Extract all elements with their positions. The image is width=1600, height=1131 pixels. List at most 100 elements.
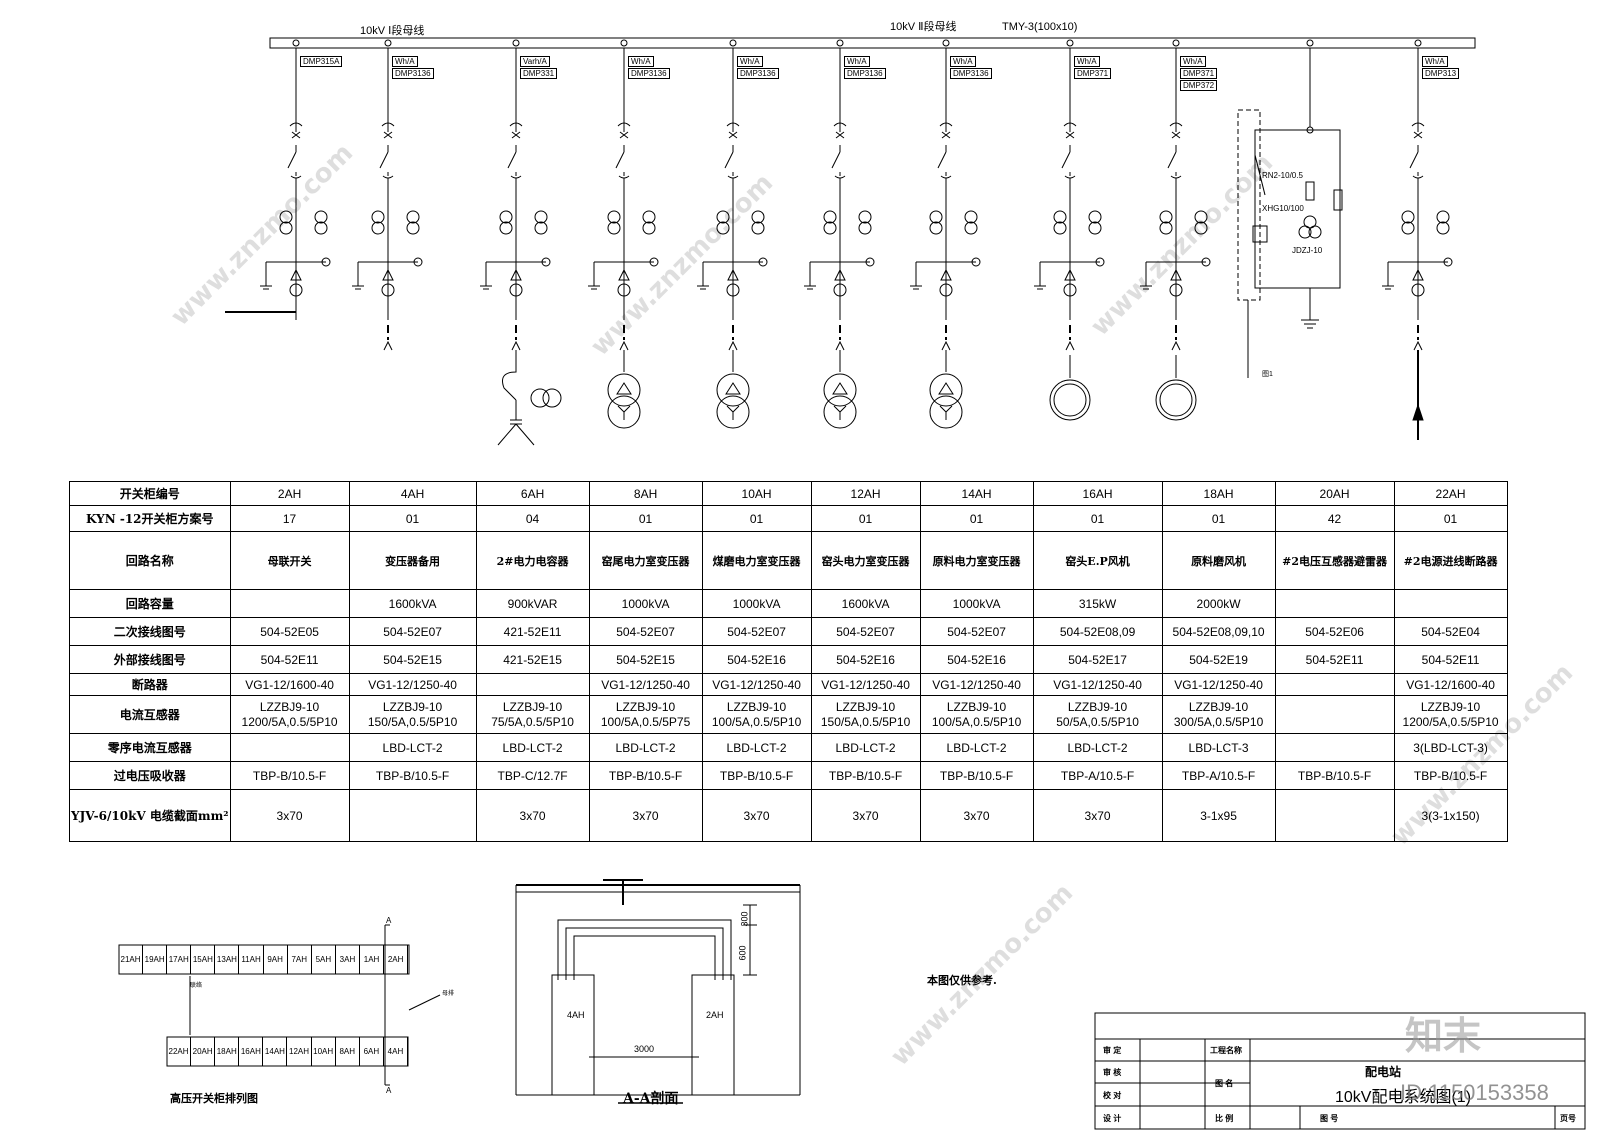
delta-symbol	[832, 382, 848, 395]
zero-ct	[1411, 283, 1425, 297]
contact	[834, 175, 846, 179]
zero-ct	[509, 283, 523, 297]
table-cell: LBD-LCT-2	[1032, 733, 1163, 762]
table-cell: 窑头电力室变压器	[810, 531, 921, 590]
row-header: 回路容量	[69, 589, 231, 618]
cabinet-cell: 13AH	[215, 945, 240, 974]
table-cell: LBD-LCT-2	[475, 733, 590, 762]
table-cell: 18AH	[1161, 481, 1276, 506]
cabinet-cell: 10AH	[312, 1037, 336, 1066]
ct-coil	[858, 221, 872, 235]
delta-symbol	[616, 382, 632, 395]
bus-tap	[292, 39, 300, 47]
disconnector	[724, 145, 734, 176]
meter-tag: Wh/A	[392, 56, 418, 67]
contact	[1412, 175, 1424, 179]
meter-tag: DMP371	[1180, 68, 1218, 79]
transformer-winding	[929, 395, 963, 429]
table-cell: 504-52E07	[919, 617, 1034, 646]
cable-head	[1171, 340, 1181, 351]
table-cell: 17	[229, 505, 350, 532]
table-cell	[1274, 589, 1395, 618]
wye-symbol	[939, 405, 953, 420]
table-cell	[1274, 789, 1395, 842]
table-cell: 3x70	[475, 789, 590, 842]
indicator-lamp	[1095, 257, 1105, 267]
bus-tap	[836, 39, 844, 47]
table-cell: 3(LBD-LCT-3)	[1393, 733, 1508, 762]
contact	[382, 175, 394, 179]
table-cell: 504-52E08,09,10	[1161, 617, 1276, 646]
table-cell	[1274, 695, 1395, 734]
ground-symbol	[260, 262, 272, 290]
section-dim-width: 3000	[634, 1044, 655, 1054]
table-cell: 14AH	[919, 481, 1034, 506]
cabinet-cell: 6AH	[360, 1037, 384, 1066]
table-cell: 504-52E11	[1393, 645, 1508, 674]
ct-coil	[642, 210, 656, 224]
ct-coil	[499, 221, 513, 235]
discharge-pt	[542, 388, 562, 408]
breaker-x	[1065, 131, 1075, 139]
cable-head	[835, 340, 845, 351]
breaker-x	[728, 131, 738, 139]
table-cell: TBP-A/10.5-F	[1032, 761, 1163, 790]
cable-head	[1413, 340, 1423, 351]
fuse	[1305, 181, 1315, 201]
breaker-x	[619, 131, 629, 139]
delta-symbol	[938, 382, 954, 395]
ct-coil	[1053, 210, 1067, 224]
cabinet-cell: 1AH	[360, 945, 385, 974]
ct-coil	[534, 210, 548, 224]
ground-symbol	[1140, 262, 1152, 290]
ct-coil	[1194, 210, 1208, 224]
discharge-pt	[530, 388, 550, 408]
table-cell: 01	[1393, 505, 1508, 532]
meter-tag: Varh/A	[520, 56, 550, 67]
ct-coil	[964, 221, 978, 235]
table-cell: TBP-B/10.5-F	[348, 761, 477, 790]
table-cell: 504-52E16	[701, 645, 812, 674]
section-dim-h1: 300	[739, 911, 750, 927]
table-cell: 504-52E15	[348, 645, 477, 674]
table-cell: 315kW	[1032, 589, 1163, 618]
table-cell: 01	[1032, 505, 1163, 532]
meter-tag: DMP3136	[950, 68, 992, 79]
ct-coil	[964, 210, 978, 224]
cabinet-cell: 22AH	[167, 1037, 192, 1066]
table-cell: TBP-B/10.5-F	[919, 761, 1034, 790]
cabinet-cell: 9AH	[264, 945, 288, 974]
section-mark-top: A	[386, 916, 392, 925]
meter-tag: DMP3136	[737, 68, 779, 79]
ct-coil	[1194, 221, 1208, 235]
cabinet-cell: 14AH	[263, 1037, 288, 1066]
table-cell: TBP-B/10.5-F	[1274, 761, 1395, 790]
cabinet-cell: 3AH	[336, 945, 360, 974]
cable-head	[1065, 340, 1075, 351]
ct-coil	[929, 221, 943, 235]
ground-symbol	[352, 262, 364, 290]
table-cell: #2电源进线断路器	[1393, 531, 1508, 590]
contact	[290, 175, 302, 179]
indicator-lamp	[1201, 257, 1211, 267]
indicator-lamp	[541, 257, 551, 267]
table-cell: VG1-12/1250-40	[1161, 673, 1276, 696]
cabinet-cell: 8AH	[336, 1037, 360, 1066]
cabinet-cell: 4AH	[384, 1037, 408, 1066]
table-cell: 504-52E07	[810, 617, 921, 646]
disconnector	[1167, 145, 1177, 176]
meter-tag: DMP3136	[628, 68, 670, 79]
meter-tag: Wh/A	[737, 56, 763, 67]
table-cell: 504-52E17	[1032, 645, 1163, 674]
cabinet-cell: 12AH	[288, 1037, 312, 1066]
table-cell: 6AH	[475, 481, 590, 506]
cable-head	[619, 340, 629, 351]
wye-symbol	[833, 405, 847, 420]
ct-coil	[1053, 221, 1067, 235]
tb-row-approve: 审 定	[1103, 1046, 1122, 1055]
indicator-lamp	[758, 257, 768, 267]
ct-coil	[642, 221, 656, 235]
table-cell: 504-52E19	[1161, 645, 1276, 674]
table-cell: 504-52E11	[229, 645, 350, 674]
ct-coil	[823, 221, 837, 235]
